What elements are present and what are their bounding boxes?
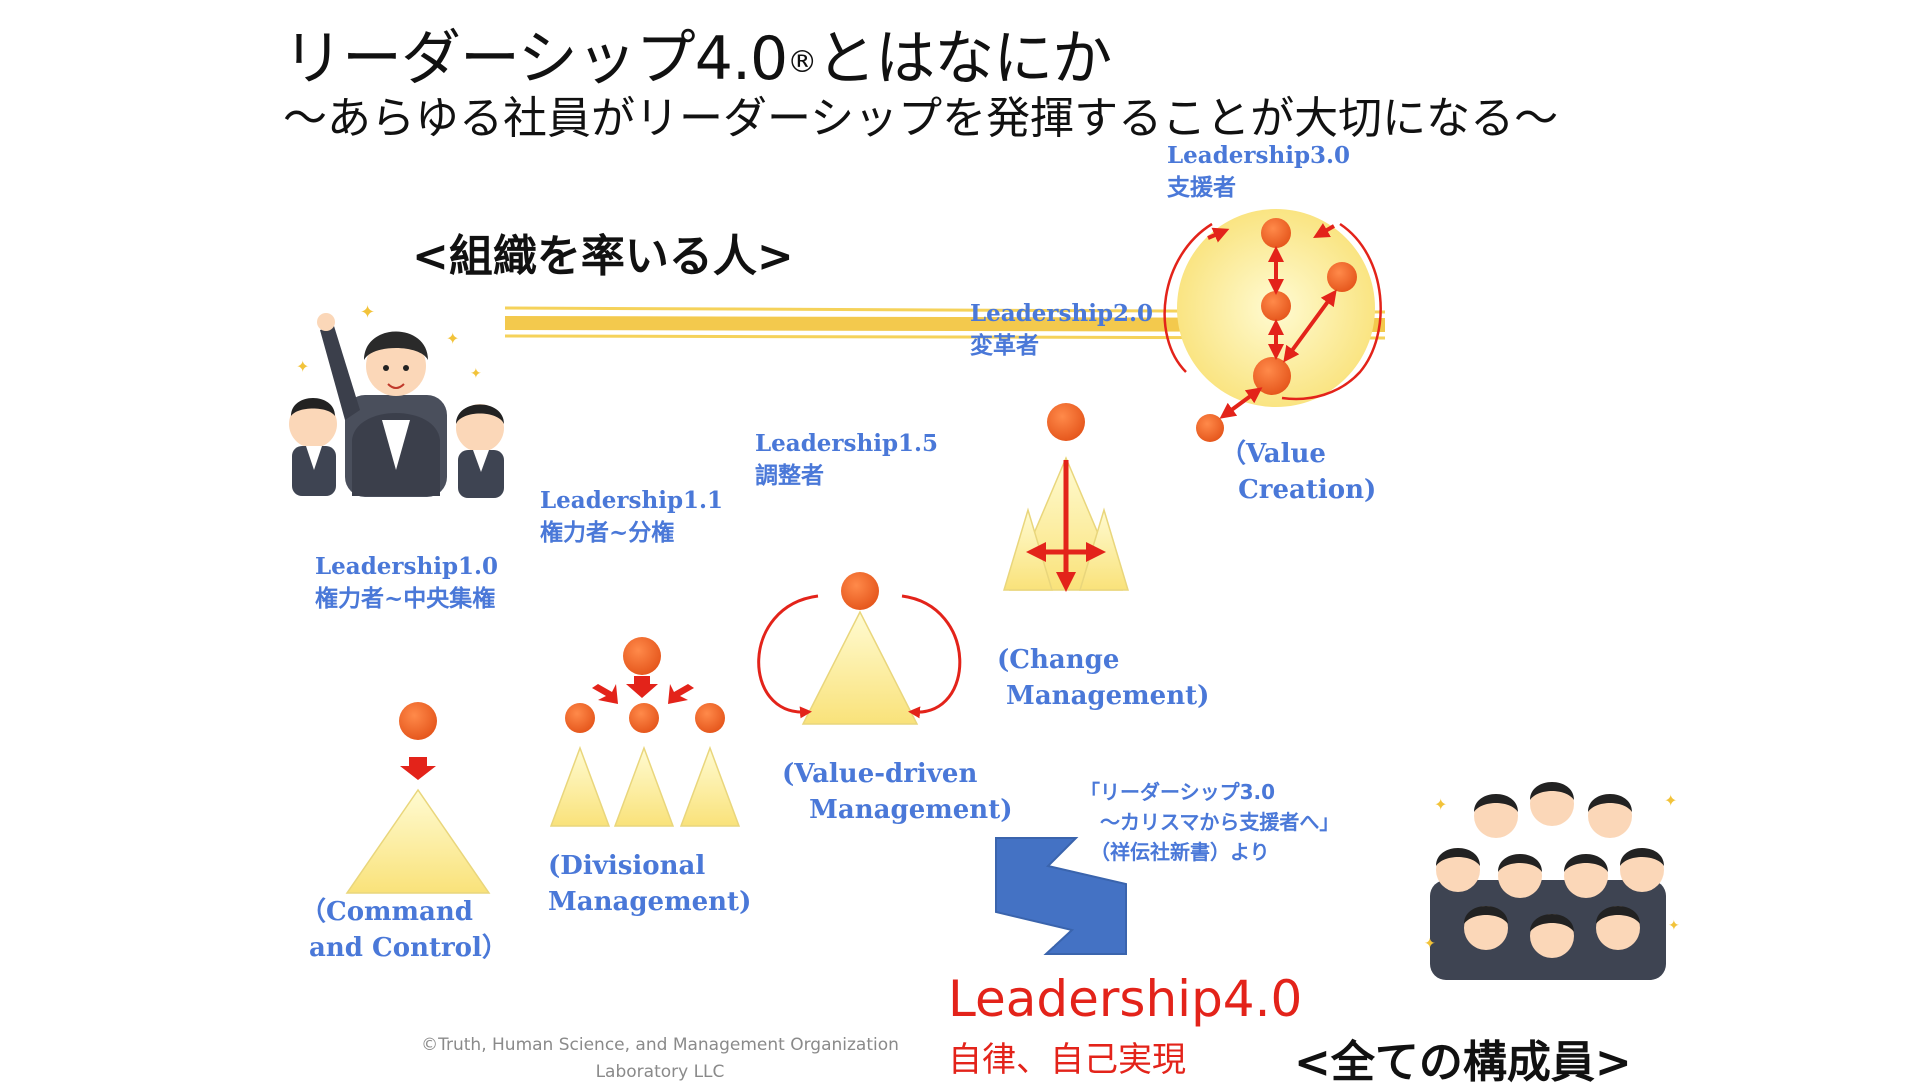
svg-text:✦: ✦ bbox=[1424, 936, 1436, 952]
level-role: 調整者 bbox=[755, 462, 824, 489]
change-management-caption: (Change Management) bbox=[997, 645, 1210, 711]
svg-text:✦: ✦ bbox=[470, 366, 482, 382]
level-role: 権力者~中央集権 bbox=[315, 585, 496, 612]
svg-text:✦: ✦ bbox=[360, 302, 375, 323]
employees-group-illustration: ✦ ✦ ✦ ✦ bbox=[1424, 782, 1680, 980]
level-3-0-label: Leadership3.0 支援者 bbox=[1167, 140, 1350, 204]
level-name: Leadership1.5 bbox=[755, 430, 939, 457]
cycle-arrow-icon bbox=[995, 837, 1127, 955]
svg-text:✦: ✦ bbox=[1668, 918, 1680, 934]
bottom-group-label: <全ての構成員> bbox=[1294, 1037, 1632, 1088]
leadership4-title: Leadership4.0 bbox=[948, 970, 1303, 1028]
level-role: 支援者 bbox=[1167, 174, 1236, 201]
level-1-1-label: Leadership1.1 権力者~分権 bbox=[540, 485, 723, 549]
level-role: 権力者~分権 bbox=[540, 519, 675, 546]
svg-text:✦: ✦ bbox=[1664, 791, 1677, 810]
value-driven-diagram bbox=[757, 572, 962, 725]
change-management-diagram bbox=[1002, 403, 1130, 592]
divisional-diagram bbox=[549, 637, 741, 827]
value-driven-caption: (Value-driven Management) bbox=[782, 759, 1013, 825]
level-role: 変革者 bbox=[970, 332, 1039, 359]
value-creation-diagram bbox=[1163, 209, 1382, 442]
level-name: Leadership2.0 bbox=[970, 300, 1154, 327]
top-group-label: <組織を率いる人> bbox=[412, 231, 794, 282]
svg-text:✦: ✦ bbox=[296, 357, 309, 376]
command-control-caption: （Command and Control） bbox=[300, 897, 508, 963]
level-name: Leadership1.0 bbox=[315, 553, 499, 580]
slide-subtitle: ～あらゆる社員がリーダーシップを発揮することが大切になる～ bbox=[283, 93, 1559, 144]
level-1-0-label: Leadership1.0 権力者~中央集権 bbox=[315, 551, 498, 615]
leadership4-desc: 自律、自己実現 bbox=[948, 1040, 1186, 1080]
copyright: ©Truth, Human Science, and Management Or… bbox=[421, 1035, 899, 1082]
level-name: Leadership1.1 bbox=[540, 487, 724, 514]
level-1-5-label: Leadership1.5 調整者 bbox=[755, 428, 938, 492]
slide-title: リーダーシップ4.0®とはなにか bbox=[283, 24, 1112, 94]
svg-text:✦: ✦ bbox=[446, 329, 459, 348]
command-control-diagram bbox=[345, 702, 491, 894]
value-creation-caption: （Value Creation) bbox=[1220, 439, 1377, 505]
divisional-caption: (Divisional Management) bbox=[548, 851, 752, 917]
leader-illustration: ✦ ✦ ✦ ✦ bbox=[289, 302, 504, 498]
book-quote: 「リーダーシップ3.0 ～カリスマから支援者へ」 （祥伝社新書）より bbox=[1080, 780, 1340, 864]
svg-text:✦: ✦ bbox=[1434, 795, 1447, 814]
level-name: Leadership3.0 bbox=[1167, 142, 1351, 169]
level-2-0-label: Leadership2.0 変革者 bbox=[970, 298, 1153, 362]
